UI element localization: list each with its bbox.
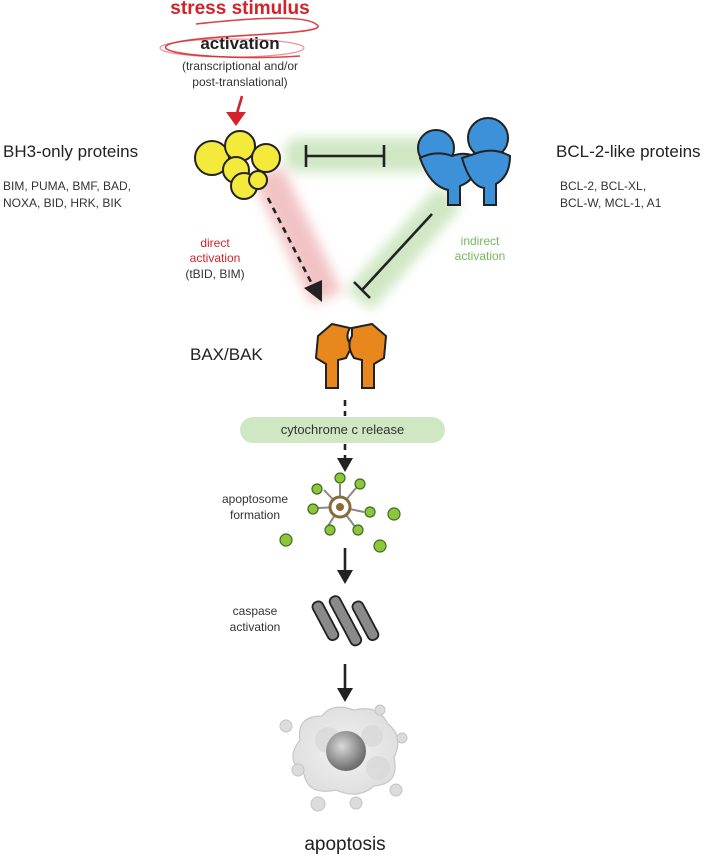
indirect-activation-label: indirect activation: [454, 234, 506, 263]
activation-ring: [159, 38, 305, 58]
inhibition-line-diagonal: [361, 213, 433, 291]
caspase-activation-label: caspase activation: [229, 604, 281, 634]
stress-stimulus-label: stress stimulus: [170, 0, 310, 19]
direct-activation-arrowhead: [304, 280, 322, 302]
inhibition-band-diagonal: [346, 186, 462, 310]
apoptosome-formation-label: apoptosome formation: [221, 492, 289, 522]
inhibition-bar-diagonal: [353, 281, 371, 299]
cytc-arrowhead: [337, 458, 353, 472]
activation-detail: (transcriptional and/or post-translation…: [181, 59, 299, 89]
caspase-arrowhead: [337, 688, 353, 702]
bcl2-protein-icon: [417, 117, 512, 206]
apoptosome-arrowhead: [337, 570, 353, 584]
apoptosis-label: apoptosis: [304, 834, 386, 855]
baxbak-label: BAX/BAK: [190, 345, 263, 364]
direct-activation-band: [252, 166, 342, 304]
bcl2-like-title: BCL-2-like proteins: [556, 142, 701, 161]
bh3-only-members: BIM, PUMA, BMF, BAD, NOXA, BID, HRK, BIK: [3, 179, 132, 210]
direct-activation-arrow: [266, 197, 316, 289]
activation-label: activation: [200, 34, 280, 53]
caspase-icon: [311, 595, 380, 647]
bcl2-like-members: BCL-2, BCL-XL, BCL-W, MCL-1, A1: [560, 179, 662, 210]
apoptosome-icon: [279, 472, 401, 553]
bh3-only-title: BH3-only proteins: [3, 142, 139, 161]
stimulus-arrowhead: [226, 112, 246, 126]
bh3-protein-icon: [194, 130, 281, 200]
apoptotic-cell-icon: [279, 704, 408, 812]
direct-activation-label: direct activation: [189, 236, 241, 265]
direct-activation-detail: (tBID, BIM): [185, 267, 245, 281]
baxbak-protein-icon: [314, 322, 388, 389]
cytochrome-c-release-label: cytochrome c release: [240, 417, 445, 443]
